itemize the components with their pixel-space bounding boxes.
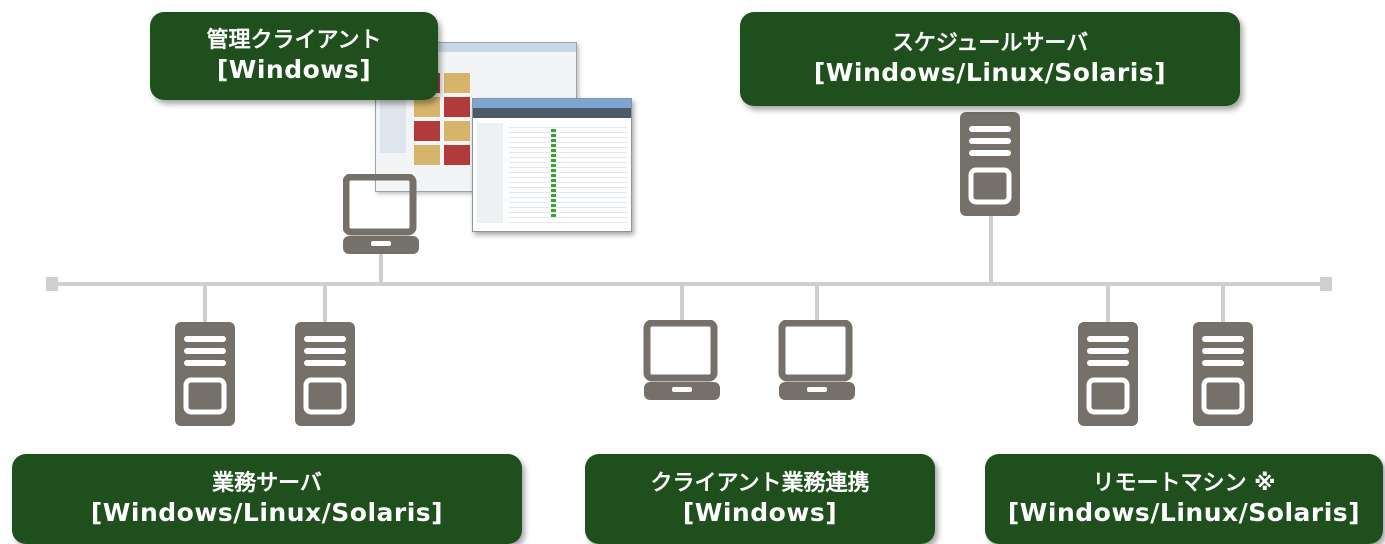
screenshot-calendar-block — [444, 121, 470, 141]
management-client-connector — [379, 252, 383, 284]
client-business-integration-label: クライアント業務連携 [Windows] — [585, 454, 935, 544]
remote-machine-platform: [Windows/Linux/Solaris] — [1007, 498, 1361, 528]
remote-machine-title: リモートマシン ※ — [1092, 470, 1276, 496]
schedule-server-icon — [960, 112, 1020, 216]
network-bus-line — [55, 282, 1325, 286]
screenshot-calendar-block — [414, 97, 440, 117]
remote-machine-label: リモートマシン ※ [Windows/Linux/Solaris] — [985, 454, 1383, 544]
screenshot-tree-pane — [477, 123, 503, 223]
schedule-server-connector — [989, 212, 993, 284]
management-client-title: 管理クライアント — [206, 27, 382, 53]
screenshot-titlebar — [473, 99, 631, 108]
screenshot-toolbar — [473, 108, 631, 118]
business-server-1-icon — [175, 322, 235, 426]
schedule-server-label: スケジュールサーバ [Windows/Linux/Solaris] — [740, 12, 1240, 106]
management-client-laptop-icon — [343, 174, 419, 254]
remote-machine-2-icon — [1193, 322, 1253, 426]
schedule-server-title: スケジュールサーバ — [891, 30, 1089, 56]
network-bus-end-left — [46, 277, 58, 291]
client-business-pc-1-connector — [680, 284, 684, 324]
screenshot-calendar-block — [444, 97, 470, 117]
application-screenshot-front — [472, 98, 632, 232]
screenshot-job-list — [509, 123, 627, 223]
screenshot-calendar-block — [444, 145, 470, 165]
screenshot-calendar-block — [444, 73, 470, 93]
screenshot-calendar-block — [414, 145, 440, 165]
management-client-platform: [Windows] — [216, 55, 372, 85]
client-business-pc-2-connector — [815, 284, 819, 324]
remote-machine-2-connector — [1221, 284, 1225, 322]
business-server-title: 業務サーバ — [212, 470, 322, 496]
client-business-pc-2-laptop-icon — [778, 320, 855, 400]
screenshot-titlebar — [376, 43, 576, 52]
schedule-server-platform: [Windows/Linux/Solaris] — [813, 58, 1167, 88]
business-server-platform: [Windows/Linux/Solaris] — [90, 498, 444, 528]
management-client-label: 管理クライアント [Windows] — [150, 12, 438, 100]
remote-machine-1-icon — [1078, 322, 1138, 426]
client-business-integration-title: クライアント業務連携 — [650, 470, 870, 496]
screenshot-calendar-block — [414, 121, 440, 141]
business-server-2-icon — [295, 322, 355, 426]
client-business-pc-1-laptop-icon — [643, 320, 720, 400]
business-server-2-connector — [323, 284, 327, 322]
network-bus-end-right — [1320, 277, 1332, 291]
business-server-label: 業務サーバ [Windows/Linux/Solaris] — [12, 454, 522, 544]
business-server-1-connector — [203, 284, 207, 322]
client-business-integration-platform: [Windows] — [682, 498, 838, 528]
screenshot-status-column — [551, 129, 556, 217]
remote-machine-1-connector — [1106, 284, 1110, 322]
